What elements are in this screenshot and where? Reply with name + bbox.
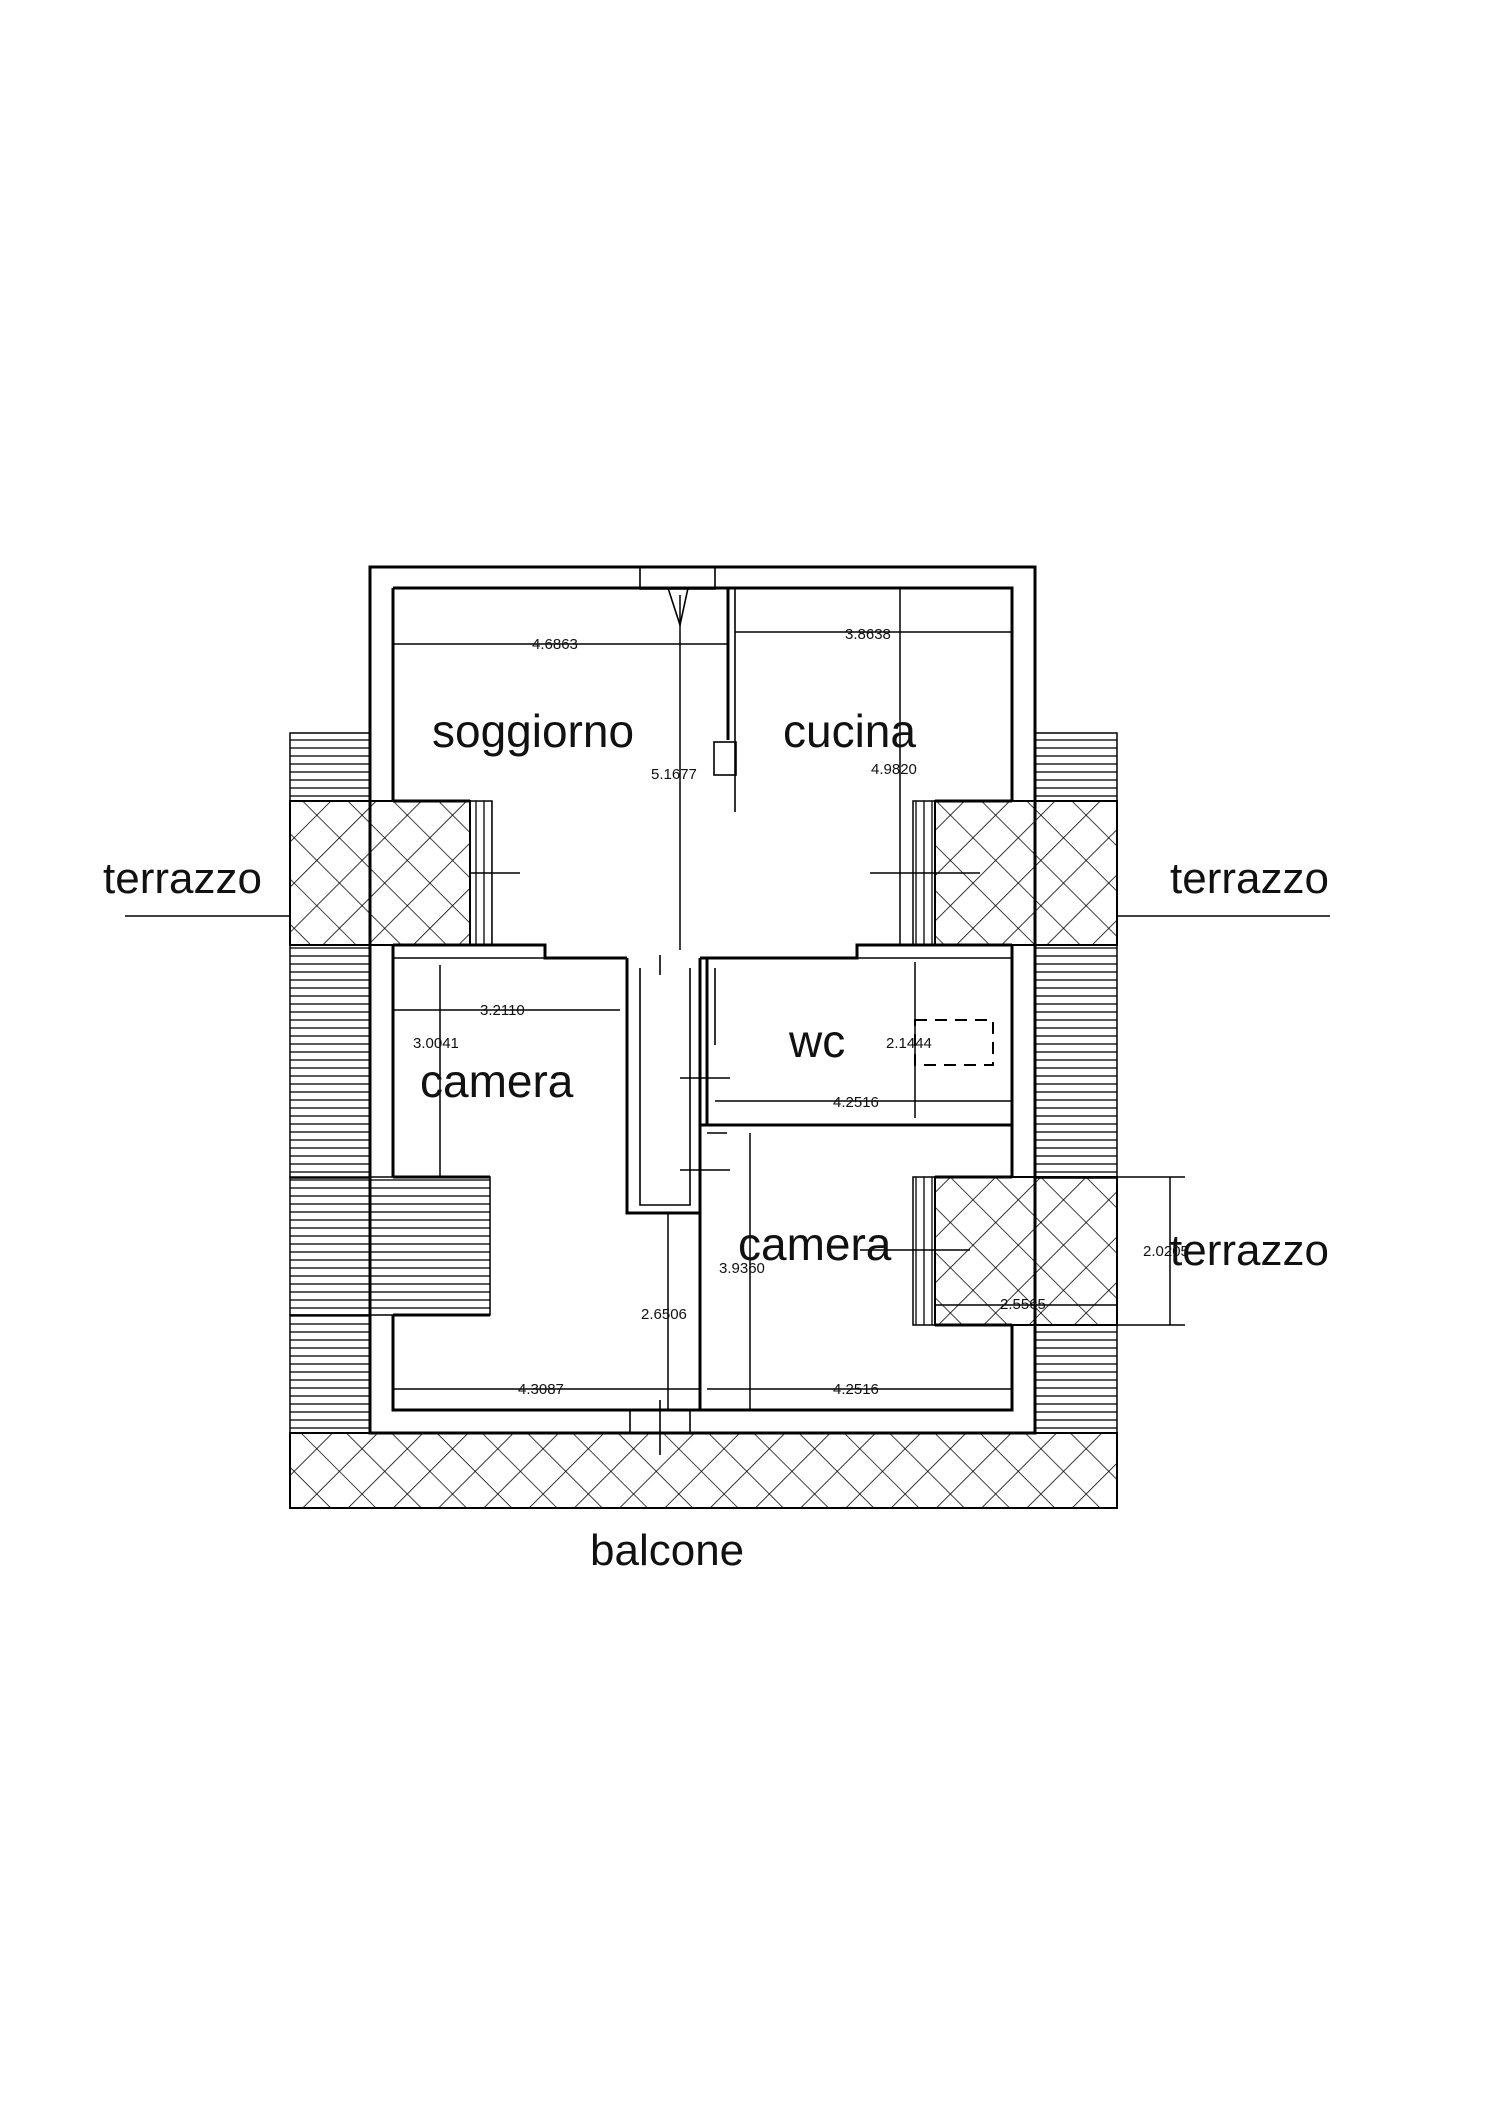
- label-terrazzo-right: terrazzo: [1170, 854, 1329, 903]
- dim-wc-width: 4.2516: [833, 1094, 879, 1111]
- walls: [368, 565, 1037, 1435]
- label-terrazzo-lower: terrazzo: [1170, 1226, 1329, 1275]
- balcone-hatch: [289, 1432, 1118, 1509]
- dim-terrazzo-lower-width: 2.5565: [1000, 1296, 1046, 1313]
- door-ticks: [470, 872, 980, 1455]
- mid-wall: [393, 943, 1012, 960]
- label-balcone: balcone: [590, 1526, 744, 1575]
- room-label-camera-left: camera: [420, 1055, 574, 1107]
- terrazzo-left-hatch: [289, 800, 471, 946]
- corridor-walls: [625, 958, 702, 1215]
- label-terrazzo-left: terrazzo: [103, 854, 262, 903]
- room-label-soggiorno: soggiorno: [432, 705, 634, 757]
- dimension-lines: [125, 588, 1330, 1410]
- entrance-mark: [667, 587, 689, 629]
- dim-camera-right-height: 3.9360: [719, 1260, 765, 1277]
- dim-camera-right-bottom-width: 4.2516: [833, 1381, 879, 1398]
- left-upper-stripes: [289, 732, 371, 802]
- room-label-camera-right: camera: [738, 1218, 892, 1270]
- left-lower-stripes: [289, 1176, 491, 1316]
- left-middle-stripes: [289, 944, 371, 1179]
- dim-cucina-height: 4.9820: [871, 761, 917, 778]
- dim-terrazzo-lower-height: 2.0205: [1143, 1243, 1189, 1260]
- dim-cucina-width: 3.8638: [845, 626, 891, 643]
- room-label-cucina: cucina: [783, 705, 916, 757]
- dim-camera-left-bottom-width: 4.3087: [518, 1381, 564, 1398]
- dim-corridor-height: 2.6506: [641, 1306, 687, 1323]
- partition-box: [713, 741, 737, 776]
- dim-soggiorno-width: 4.6863: [532, 636, 578, 653]
- outer-wall: [368, 565, 1037, 1435]
- dim-wc-height: 2.1444: [886, 1035, 932, 1052]
- terrazzo-lower-rail: [912, 1176, 936, 1326]
- room-label-wc: wc: [788, 1015, 845, 1067]
- camera-right-wall: [698, 1123, 707, 1410]
- inner-wall: [391, 586, 1014, 1412]
- right-lower-stripes: [1034, 1324, 1118, 1434]
- flue-top: [639, 566, 716, 590]
- dim-central-height: 5.1677: [651, 766, 697, 783]
- right-middle-stripes: [1034, 944, 1118, 1179]
- corridor-inner: [639, 968, 691, 1206]
- dim-camera-left-height: 3.0041: [413, 1035, 459, 1052]
- left-bottom-stripes: [289, 1314, 371, 1434]
- dim-camera-left-width: 3.2110: [480, 1002, 525, 1019]
- right-upper-stripes: [1034, 732, 1118, 802]
- outdoor-areas: [289, 732, 1118, 1509]
